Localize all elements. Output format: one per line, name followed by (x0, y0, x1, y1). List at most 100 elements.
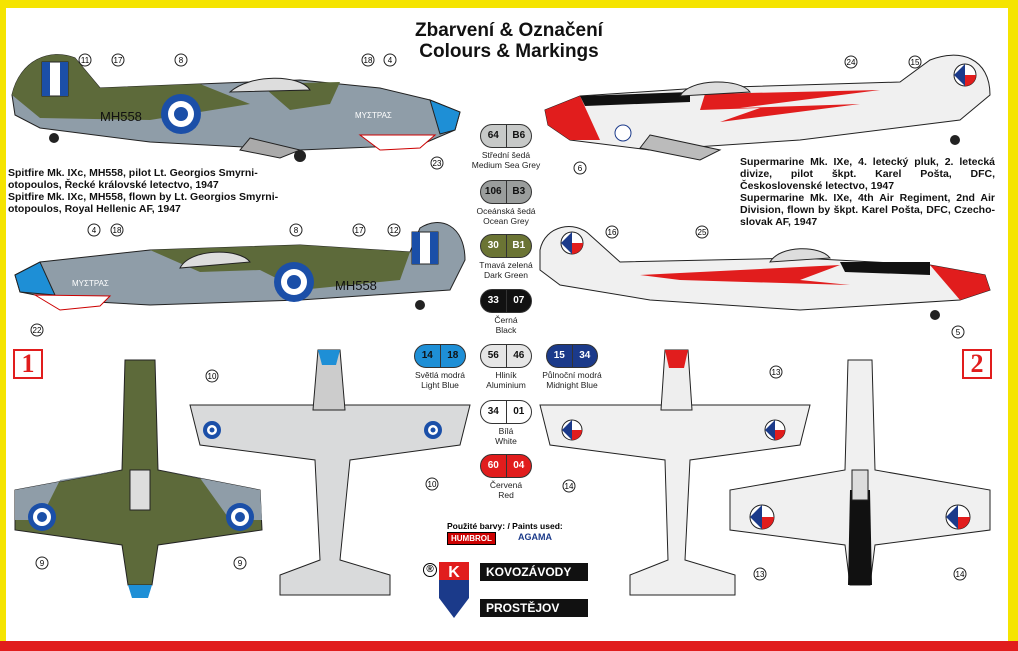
paint-name-en: Black (495, 325, 517, 335)
paint-name-en: Red (498, 490, 514, 500)
humbrol-code: 15 (553, 350, 565, 361)
scheme2-description: Supermarine Mk. IXe, 4. letecký pluk, 2.… (740, 156, 995, 228)
scheme2-desc-cz: Supermarine Mk. IXe, 4. letecký pluk, 2.… (740, 156, 995, 192)
paint-name-cz: Černá (494, 315, 518, 325)
agama-code: 04 (505, 455, 532, 477)
paint-name-cz: Střední šedá (481, 150, 531, 160)
scheme2-profile-left (544, 54, 991, 161)
callouts: 11 17 8 18 4 23 4 18 8 17 12 22 10 10 9 … (30, 53, 967, 581)
scheme1-top-view (14, 359, 263, 598)
paint-name-cz: Půlnoční modrá (542, 370, 602, 380)
callout-8: 8 (179, 56, 184, 65)
callout-5: 5 (956, 328, 961, 337)
callout-9-right: 9 (238, 559, 243, 568)
callout-17: 17 (114, 56, 123, 65)
scheme2-desc-en: Supermarine Mk. IXe, 4th Air Regiment, 2… (740, 192, 995, 228)
paint-name-en: Midnight Blue (546, 380, 598, 390)
agama-code: B1 (505, 235, 532, 257)
agama-code: B3 (505, 181, 532, 203)
humbrol-code: 56 (487, 350, 499, 361)
frame-bottom (0, 641, 1018, 651)
paint-swatch: 64 B6 (480, 124, 532, 148)
scheme1-serial-left: MH558 (335, 278, 377, 293)
callout-18-left: 18 (113, 226, 122, 235)
callout-16: 16 (608, 228, 617, 237)
callout-6: 6 (578, 164, 583, 173)
paint-name-en: Dark Green (484, 270, 528, 280)
frame-right (1008, 0, 1018, 651)
frame-left (0, 0, 6, 651)
humbrol-code: 14 (421, 350, 433, 361)
paint-name-cz: Hliník (495, 370, 517, 380)
paint-swatch: 30 B1 (480, 234, 532, 258)
paint-name-en: Ocean Grey (483, 216, 529, 226)
callout-4: 4 (388, 56, 393, 65)
paint-name-en: Aluminium (486, 380, 526, 390)
paint-swatch: 33 07 (480, 289, 532, 313)
scheme1-desc-en: Spitfire Mk. IXc, MH558, flown by Lt. Ge… (8, 191, 279, 215)
callout-4-left: 4 (92, 226, 97, 235)
humbrol-code: 64 (487, 130, 499, 141)
title-czech: Zbarvení & Označení (415, 20, 603, 41)
callout-13-bottom: 13 (756, 570, 765, 579)
callout-8-left: 8 (294, 226, 299, 235)
agama-code: 07 (505, 290, 532, 312)
scheme2-profile-right (539, 226, 991, 320)
scheme2-top-view (729, 359, 991, 586)
paints-used-label: Použité barvy: / Paints used: (447, 521, 563, 531)
callout-10-bottom: 10 (428, 480, 437, 489)
paint-name-en: Light Blue (421, 380, 459, 390)
paint-name-cz: Oceánská šedá (476, 206, 536, 216)
scheme1-bottom-view (189, 349, 471, 596)
humbrol-logo: HUMBROL (447, 532, 496, 545)
paint-name-cz: Červená (489, 480, 523, 490)
scheme1-name-left: ΜΥΣΤΡΑΣ (72, 279, 109, 288)
callout-17-left: 17 (355, 226, 364, 235)
agama-code: B6 (505, 125, 532, 147)
callout-14-bottom: 14 (956, 570, 965, 579)
scheme1-profile-left: MH558 ΜΥΣΤΡΑΣ (14, 222, 466, 311)
logo-text-top: KOVOZÁVODY (480, 563, 588, 581)
paint-name-cz: Bílá (498, 426, 514, 436)
agama-code: 01 (505, 401, 532, 423)
logo-text-bottom: PROSTĚJOV (480, 599, 588, 617)
agama-code: 18 (439, 345, 466, 367)
callout-9-left: 9 (40, 559, 45, 568)
callout-12: 12 (390, 226, 399, 235)
callout-25: 25 (698, 228, 707, 237)
paint-swatch: 14 18 (414, 344, 466, 368)
callout-22: 22 (33, 326, 42, 335)
callout-24: 24 (847, 58, 856, 67)
title-english: Colours & Markings (419, 41, 599, 62)
humbrol-code: 106 (484, 186, 502, 197)
scheme1-description: Spitfire Mk. IXc, MH558, pilot Lt. Georg… (8, 167, 293, 215)
scheme2-bottom-view (539, 349, 811, 596)
registered-mark: ® (423, 563, 437, 577)
callout-13-top: 13 (772, 368, 781, 377)
scheme2-number-badge: 2 (962, 349, 992, 379)
frame-top (0, 0, 1018, 8)
callout-18: 18 (364, 56, 373, 65)
paint-name-en: White (495, 436, 517, 446)
humbrol-code: 33 (487, 295, 499, 306)
callout-14-top: 14 (565, 482, 574, 491)
paint-name-cz: Světlá modrá (414, 370, 466, 380)
svg-text:K: K (448, 564, 460, 581)
scheme1-desc-cz: Spitfire Mk. IXc, MH558, pilot Lt. Georg… (8, 167, 258, 191)
callout-23: 23 (433, 159, 442, 168)
agama-code: 34 (571, 345, 598, 367)
humbrol-code: 30 (487, 240, 499, 251)
callout-10-top: 10 (208, 372, 217, 381)
